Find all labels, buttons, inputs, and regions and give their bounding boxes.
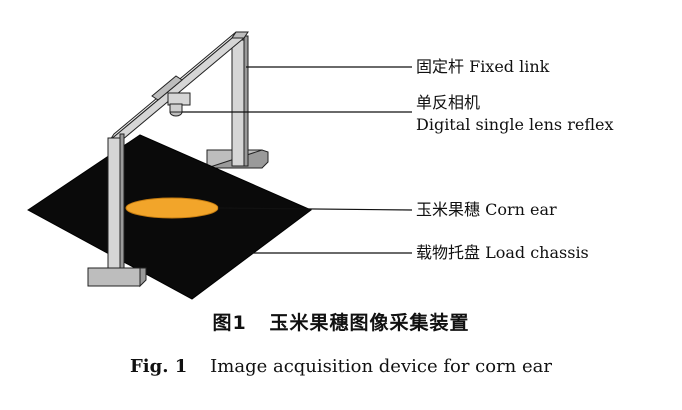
label-fixed-link: 固定杆 Fixed link — [416, 57, 550, 76]
camera-lens-barrel — [169, 103, 183, 113]
leader-corn-ear — [217, 207, 413, 211]
caption-en-title: Image acquisition device for corn ear — [210, 356, 552, 377]
front-post — [107, 137, 121, 271]
rear-post-side — [243, 35, 249, 167]
caption-cn-title: 玉米果穗图像采集装置 — [269, 312, 470, 334]
caption-cn: 图1 玉米果穗图像采集装置 — [0, 308, 682, 335]
front-base-plate-side — [139, 267, 147, 288]
fixed-link-bar — [108, 37, 246, 141]
front-base-plate — [87, 267, 141, 287]
rear-post — [231, 39, 245, 167]
fixed-link-bar-cap — [231, 31, 249, 39]
corn-ear — [125, 197, 219, 219]
caption-en: Fig. 1 Image acquisition device for corn… — [0, 356, 682, 377]
acquisition-device-diagram — [27, 31, 413, 300]
camera-body — [167, 92, 191, 106]
label-load-chassis: 载物托盘 Load chassis — [416, 243, 589, 262]
label-corn-ear: 玉米果穗 Corn ear — [416, 200, 557, 219]
front-post-side — [119, 133, 125, 271]
label-camera-cn: 单反相机 — [416, 93, 481, 112]
camera-mount — [151, 75, 183, 101]
caption-en-number: Fig. 1 — [130, 356, 188, 377]
caption-cn-number: 图1 — [212, 312, 247, 334]
label-camera-en: Digital single lens reflex — [416, 115, 614, 134]
